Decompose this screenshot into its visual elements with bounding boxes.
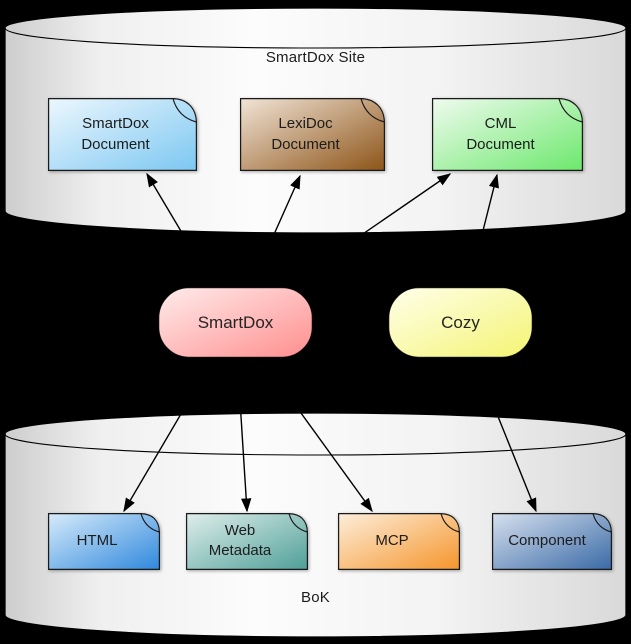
doc-smartdox-document: SmartDox Document: [48, 98, 197, 171]
doc-lexidoc-document: LexiDoc Document: [240, 98, 385, 171]
node-cozy: Cozy: [388, 287, 533, 358]
document-label: Component: [508, 532, 586, 549]
document-label: Web Metadata: [208, 521, 272, 559]
folded-corner: [288, 513, 308, 533]
node-shape: [388, 287, 533, 358]
doc-cml-document: CML Document: [432, 98, 583, 171]
doc-mcp: MCP: [338, 513, 460, 570]
folded-corner: [140, 513, 160, 533]
document-label: SmartDox Document: [81, 114, 150, 153]
folded-corner: [440, 513, 460, 533]
node-shape: [158, 287, 313, 358]
bok-label: BoK: [301, 589, 330, 606]
document-shape: [48, 513, 160, 570]
folded-corner: [592, 513, 612, 533]
document-label: HTML: [76, 532, 118, 549]
bok-cylinder: [4, 412, 627, 638]
node-label: Cozy: [441, 312, 480, 332]
folded-corner: [172, 98, 197, 123]
node-label: SmartDox: [197, 312, 274, 332]
doc-html: HTML: [48, 513, 160, 570]
folded-corner: [558, 98, 583, 123]
document-label: MCP: [375, 532, 409, 549]
node-smartdox: SmartDox: [158, 287, 313, 358]
document-shape: [186, 513, 308, 570]
document-shape: [492, 513, 612, 570]
document-label: LexiDoc Document: [271, 114, 340, 153]
document-shape: [48, 98, 197, 171]
document-shape: [338, 513, 460, 570]
folded-corner: [360, 98, 385, 123]
doc-component: Component: [492, 513, 612, 570]
document-label: CML Document: [466, 114, 535, 153]
doc-web-metadata: Web Metadata: [186, 513, 308, 570]
smartdox-site-label: SmartDox Site: [265, 49, 366, 66]
document-shape: [240, 98, 385, 171]
document-shape: [432, 98, 583, 171]
